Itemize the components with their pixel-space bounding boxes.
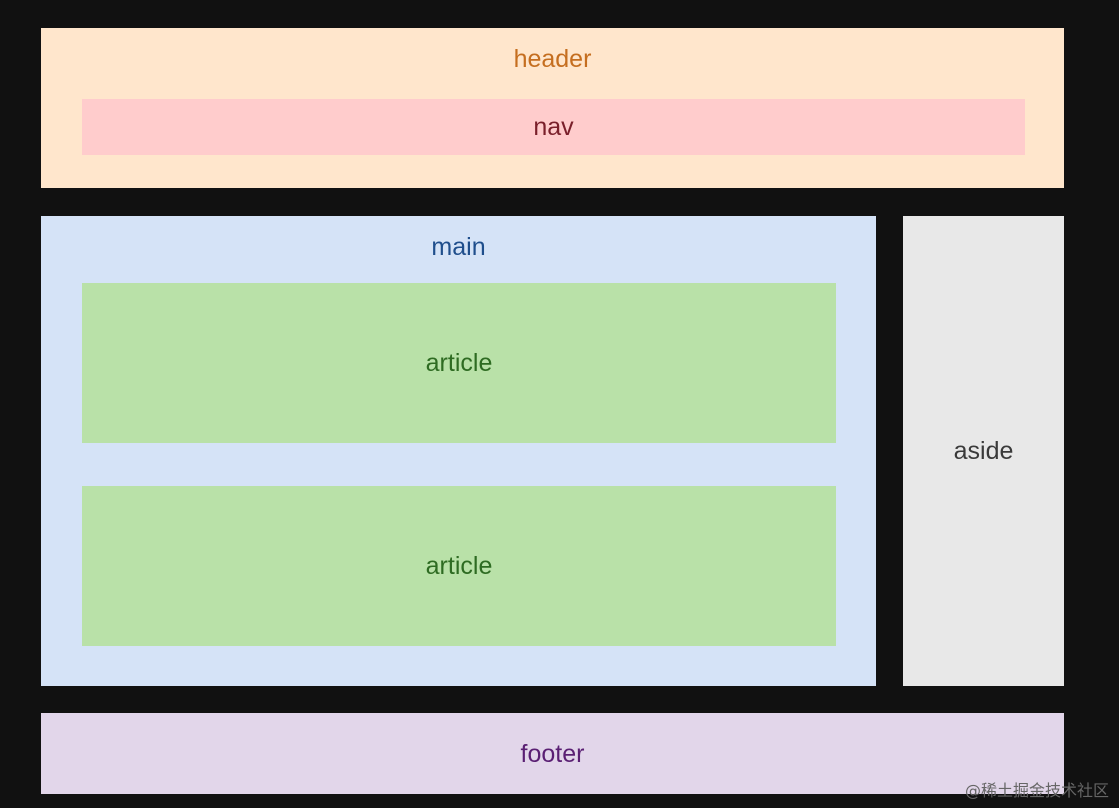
nav-label: nav <box>533 113 574 141</box>
footer-region: footer <box>41 713 1064 794</box>
aside-region: aside <box>903 216 1064 686</box>
main-region: main article article <box>41 216 876 686</box>
article-label-2: article <box>425 552 493 580</box>
main-label: main <box>431 233 486 261</box>
article-region-1: article <box>82 283 836 443</box>
header-label: header <box>513 45 592 73</box>
article-label-1: article <box>425 349 493 377</box>
article-region-2: article <box>82 486 836 646</box>
watermark: @稀土掘金技术社区 <box>964 781 1109 800</box>
header-region: header nav <box>41 28 1064 188</box>
aside-label: aside <box>953 437 1014 465</box>
nav-region: nav <box>82 99 1025 155</box>
footer-label: footer <box>520 739 585 768</box>
